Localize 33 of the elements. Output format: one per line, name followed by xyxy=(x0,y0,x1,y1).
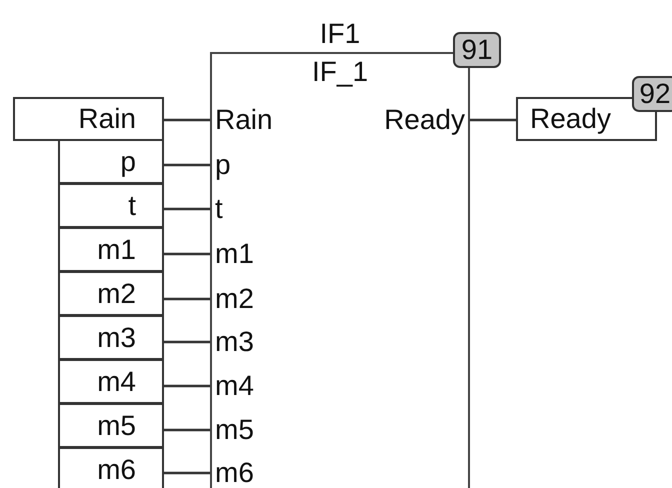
execution-order-badge: 91 xyxy=(453,32,501,68)
input-pin-label: m5 xyxy=(215,416,254,444)
input-pin-label: t xyxy=(215,195,223,223)
input-variable-box: m6 xyxy=(58,447,164,488)
input-pin-label: m3 xyxy=(215,328,254,356)
input-pin-label: m1 xyxy=(215,240,254,268)
input-variable-box: p xyxy=(58,139,164,184)
connector-line xyxy=(469,118,516,122)
connector-line xyxy=(164,340,211,344)
connector-line xyxy=(164,472,211,474)
connector-line xyxy=(164,208,211,210)
connector-line xyxy=(164,298,211,300)
connector-line xyxy=(164,118,211,122)
execution-order-badge: 92 xyxy=(632,76,672,112)
input-pin-label: Rain xyxy=(215,106,273,134)
input-variable-box: m5 xyxy=(58,403,164,448)
input-variable-box: m3 xyxy=(58,315,164,360)
input-pin-label: m2 xyxy=(215,285,254,313)
block-type-name: IF_1 xyxy=(312,56,368,88)
connector-line xyxy=(164,428,211,432)
connector-line xyxy=(164,164,211,166)
input-variable-box: m2 xyxy=(58,271,164,316)
instance-name: IF1 xyxy=(320,18,360,50)
input-variable-box: t xyxy=(58,183,164,228)
connector-line xyxy=(164,252,211,256)
input-pin-label: m4 xyxy=(215,372,254,400)
output-pin-label: Ready xyxy=(384,106,465,134)
connector-line xyxy=(164,384,211,388)
input-variable-box: m4 xyxy=(58,359,164,404)
input-variable-box: m1 xyxy=(58,227,164,272)
input-pin-label: m6 xyxy=(215,459,254,487)
input-pin-label: p xyxy=(215,151,231,179)
input-variable-box: Rain xyxy=(13,97,164,141)
